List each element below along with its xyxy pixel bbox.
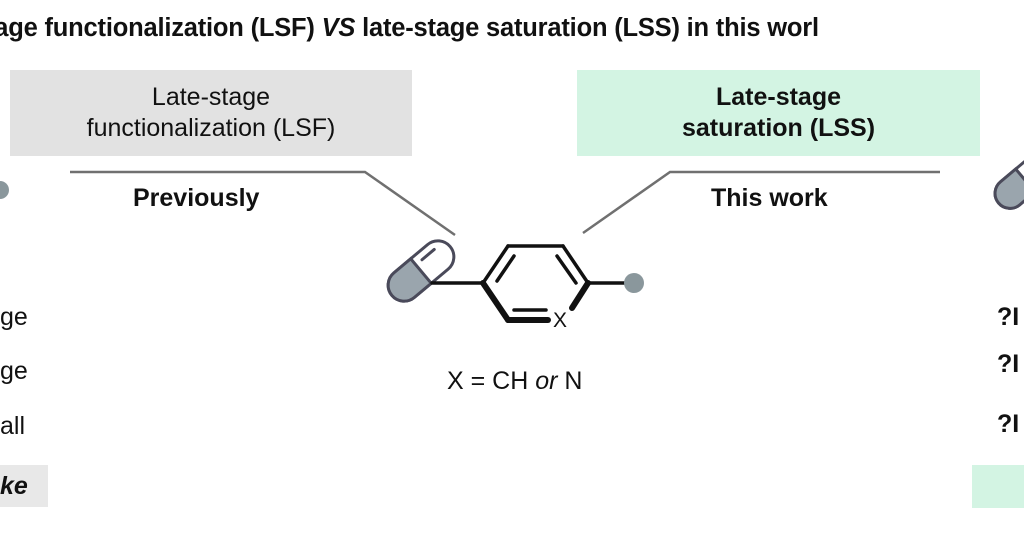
arene-ring — [430, 244, 628, 323]
this-work-header: This work — [711, 184, 828, 212]
right-footer-box — [972, 465, 1024, 508]
ring-atom-label: X — [553, 309, 568, 332]
drug-capsule-icon — [386, 239, 456, 303]
left-footer-box: ke — [0, 465, 48, 507]
left-column-item: ge — [0, 357, 28, 385]
x-definition-caption: X = CH or N — [447, 367, 583, 395]
right-column-item: ?I — [997, 410, 1020, 438]
right-column-item: ?I — [997, 350, 1020, 378]
substituent-dot-icon — [624, 273, 644, 293]
right-column-item: ?I — [997, 303, 1020, 331]
connector-lines — [70, 170, 940, 237]
left-column-item: all — [0, 412, 26, 440]
drug-capsule-icon — [993, 151, 1024, 210]
left-column-item: ge — [0, 303, 28, 331]
previously-header: Previously — [133, 184, 260, 212]
substituent-dot-icon — [0, 181, 9, 199]
figure-title: tage functionalization (LSF) VS late-sta… — [0, 14, 819, 42]
